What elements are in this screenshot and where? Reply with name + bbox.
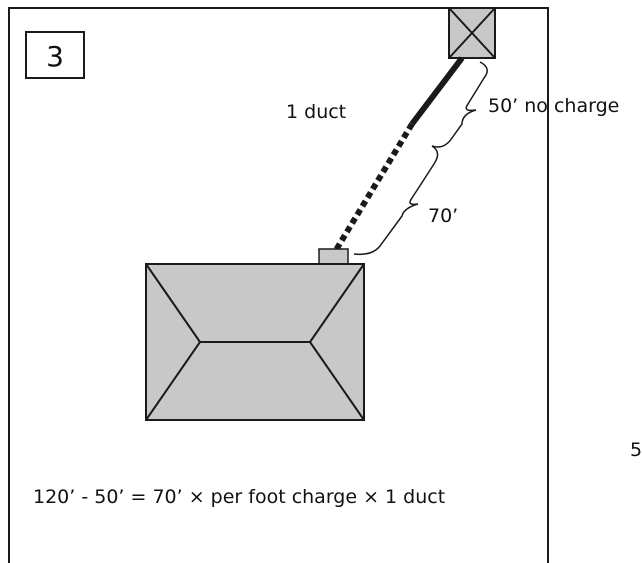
brace-no-charge [431, 61, 488, 148]
duct-solid-segment [409, 56, 465, 126]
box-with-x-icon [448, 7, 496, 59]
panel-border [8, 7, 549, 563]
no-charge-label: 50’ no charge [488, 95, 619, 117]
panel-number-box [25, 31, 85, 79]
house-roof [145, 263, 365, 421]
duct-count-label: 1 duct [286, 101, 346, 123]
panel-number: 3 [46, 40, 64, 73]
edge-fragment-label: 5 [630, 439, 642, 461]
duct-dotted-segment [333, 122, 415, 252]
charged-length-label: 70’ [428, 205, 458, 227]
brace-charged [353, 145, 439, 256]
charge-formula: 120’ - 50’ = 70’ × per foot charge × 1 d… [33, 486, 445, 508]
connection-box-icon [318, 248, 349, 265]
